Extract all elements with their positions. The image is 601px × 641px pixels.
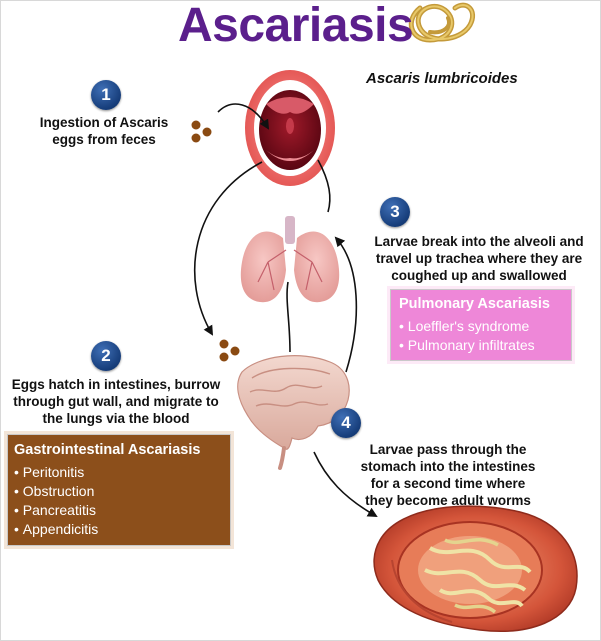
gastrointestinal-list: Peritonitis Obstruction Pancreatitis App… bbox=[14, 463, 99, 539]
intestine-cross-section-with-worms bbox=[373, 505, 578, 632]
step-2-text: Eggs hatch in intestines, burrow through… bbox=[2, 376, 230, 427]
step-1-number: 1 bbox=[91, 80, 121, 110]
pulmonary-ascariasis-box: Pulmonary Ascariasis Loeffler's syndrome… bbox=[390, 289, 572, 361]
step-4-line-2: stomach into the intestines bbox=[360, 459, 536, 474]
lungs bbox=[240, 216, 340, 303]
step-3-text: Larvae break into the alveoli and travel… bbox=[360, 233, 598, 284]
step-4-text: Larvae pass through the stomach into the… bbox=[340, 441, 556, 509]
species-name: Ascaris lumbricoides bbox=[366, 70, 518, 87]
arrow-mouth-to-lungs bbox=[317, 159, 331, 213]
gastrointestinal-item: Appendicitis bbox=[14, 520, 99, 539]
step-1-text: Ingestion of Ascaris eggs from feces bbox=[14, 114, 194, 148]
gastrointestinal-ascariasis-box: Gastrointestinal Ascariasis Peritonitis … bbox=[7, 434, 231, 546]
step-3-line-3: coughed up and swallowed bbox=[391, 268, 567, 283]
pulmonary-item: Pulmonary infiltrates bbox=[399, 336, 535, 355]
step-4-line-1: Larvae pass through the bbox=[369, 442, 527, 457]
open-mouth bbox=[245, 70, 335, 186]
arrow-to-adult-worms bbox=[313, 451, 378, 517]
pulmonary-list: Loeffler's syndrome Pulmonary infiltrate… bbox=[399, 317, 535, 355]
gastrointestinal-item: Obstruction bbox=[14, 482, 98, 501]
gastrointestinal-item: Pancreatitis bbox=[14, 501, 98, 520]
pulmonary-item: Loeffler's syndrome bbox=[399, 317, 535, 336]
step-4-line-3: for a second time where bbox=[370, 476, 526, 491]
step-3-line-2: travel up trachea where they are bbox=[375, 251, 583, 266]
arrow-mouth-to-intestines bbox=[193, 161, 263, 336]
arrow-intestines-to-lungs bbox=[286, 281, 291, 353]
intestines bbox=[237, 355, 350, 470]
step-4-line-4: they become adult worms bbox=[365, 493, 531, 508]
worm-coil-icon bbox=[408, 2, 476, 43]
arrow-lungs-back-to-intestines bbox=[334, 236, 358, 373]
gastrointestinal-item: Peritonitis bbox=[14, 463, 98, 482]
gastrointestinal-title: Gastrointestinal Ascariasis bbox=[14, 442, 201, 458]
step-2-line-3: the lungs via the blood bbox=[42, 411, 190, 426]
page-title: Ascariasis bbox=[178, 0, 414, 52]
pulmonary-title: Pulmonary Ascariasis bbox=[399, 296, 550, 312]
step-1-line-1: Ingestion of Ascaris bbox=[39, 115, 169, 130]
step-2-line-2: through gut wall, and migrate to bbox=[13, 394, 219, 409]
step-4-number: 4 bbox=[331, 408, 361, 438]
step-2-line-1: Eggs hatch in intestines, burrow bbox=[11, 377, 221, 392]
step-1-line-2: eggs from feces bbox=[52, 132, 156, 147]
eggs-near-mouth bbox=[191, 120, 212, 143]
step-3-number: 3 bbox=[380, 197, 410, 227]
step-2-number: 2 bbox=[91, 341, 121, 371]
step-3-line-1: Larvae break into the alveoli and bbox=[374, 234, 584, 249]
arrow-eggs-to-mouth bbox=[217, 103, 270, 130]
eggs-near-intestines bbox=[219, 339, 240, 362]
